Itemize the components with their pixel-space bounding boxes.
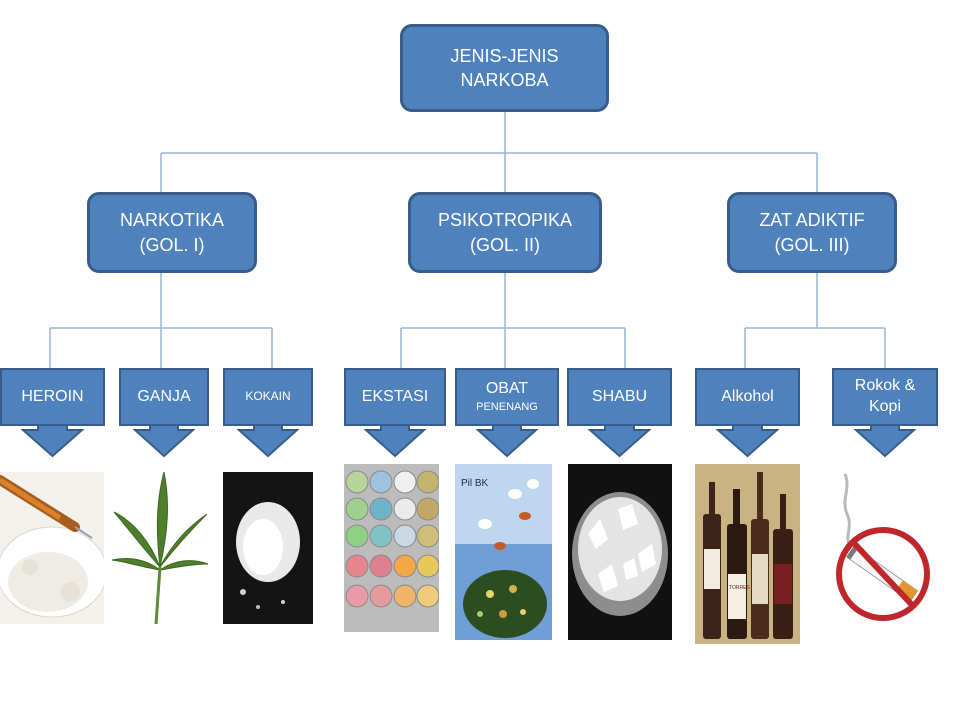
item-label: HEROIN	[21, 387, 84, 405]
item-label: KOKAIN	[245, 389, 291, 404]
item-label: OBAT	[485, 380, 529, 398]
item-label: GANJA	[137, 387, 191, 405]
item-obat-penenang: OBAT PENENANG	[455, 368, 559, 458]
item-alkohol: Alkohol	[695, 368, 800, 458]
item-label: Rokok &	[854, 377, 916, 395]
syringe-icon	[0, 475, 93, 539]
item-label: EKSTASI	[361, 387, 429, 405]
item-label-line2: Kopi	[868, 398, 902, 415]
category-subtitle: (GOL. I)	[139, 234, 205, 255]
bottle-icon: TORRES	[727, 489, 750, 639]
bottle-icon	[773, 494, 793, 639]
torres-label: TORRES	[729, 585, 750, 591]
ganja-image	[112, 472, 208, 624]
item-rokok-kopi: Rokok & Kopi	[832, 368, 938, 458]
obat-penenang-image: Pil BK	[455, 464, 552, 640]
root-title-line1: JENIS-JENIS	[450, 45, 559, 66]
pil-bk-label: Pil BK	[461, 478, 489, 489]
category-narkotika: NARKOTIKA (GOL. I)	[87, 192, 257, 273]
category-title: PSIKOTROPIKA	[437, 210, 573, 231]
category-subtitle: (GOL. II)	[469, 234, 540, 255]
category-psikotropika: PSIKOTROPIKA (GOL. II)	[408, 192, 602, 273]
item-ganja: GANJA	[119, 368, 209, 458]
kokain-image	[223, 472, 313, 624]
item-heroin: HEROIN	[0, 368, 105, 458]
item-label: SHABU	[591, 387, 648, 405]
ekstasi-image	[344, 464, 439, 632]
no-smoking-icon	[836, 527, 930, 621]
cannabis-leaf-icon	[112, 472, 208, 571]
category-title: ZAT ADIKTIF	[759, 210, 865, 231]
item-kokain: KOKAIN	[223, 368, 313, 458]
item-ekstasi: EKSTASI	[344, 368, 446, 458]
alkohol-image: TORRES	[695, 464, 800, 644]
item-shabu: SHABU	[567, 368, 672, 458]
category-title: NARKOTIKA	[119, 210, 225, 231]
bottle-icon	[751, 472, 769, 639]
bottle-icon	[703, 482, 721, 639]
shabu-image	[568, 464, 672, 640]
category-subtitle: (GOL. III)	[774, 234, 850, 255]
category-zat-adiktif: ZAT ADIKTIF (GOL. III)	[727, 192, 897, 273]
root-title-line2: NARKOBA	[460, 70, 549, 90]
item-label-line2: PENENANG	[476, 401, 538, 414]
heroin-image	[0, 472, 104, 624]
item-label: Alkohol	[721, 387, 774, 405]
root-node: JENIS-JENIS NARKOBA	[400, 24, 609, 112]
no-smoking-image	[833, 464, 933, 644]
